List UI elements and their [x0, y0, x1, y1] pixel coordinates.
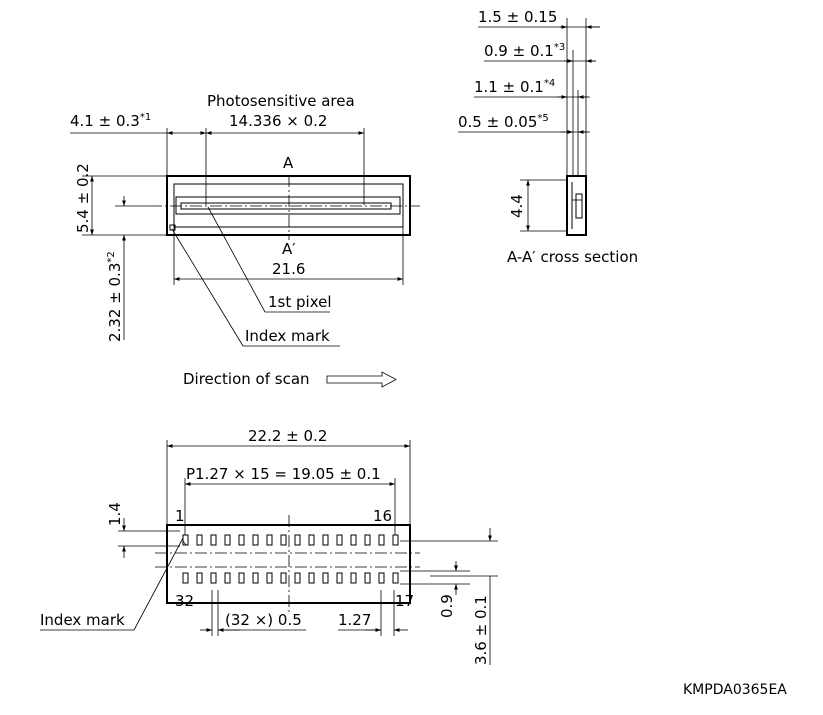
bottom-package-outline	[166, 524, 411, 604]
index-mark-label-top: Index mark	[245, 327, 330, 345]
sensor-chip	[175, 196, 401, 215]
height-dim: 5.4 ± 0.2	[74, 163, 92, 233]
pin-pad	[392, 534, 399, 546]
section-a-prime-label: A′	[282, 240, 296, 258]
pin-pad	[364, 534, 371, 546]
photosensitive-area-label: Photosensitive area	[207, 92, 355, 110]
pin-pad	[378, 572, 385, 584]
pitch-dim: P1.27 × 15 = 19.05 ± 0.1	[186, 465, 381, 483]
pin-pad	[322, 534, 329, 546]
pin-16-label: 16	[373, 507, 392, 525]
scan-direction-arrow-icon	[326, 371, 397, 388]
pin-pad	[350, 572, 357, 584]
pin-pad	[308, 572, 315, 584]
pin-pad	[224, 572, 231, 584]
pin-pad	[196, 572, 203, 584]
pin-pad	[182, 534, 189, 546]
pin-pad	[392, 572, 399, 584]
pin-pad	[294, 572, 301, 584]
pin-32-label: 32	[175, 592, 194, 610]
row-offset-dim: 1.4	[106, 502, 124, 526]
pin-pad	[280, 572, 287, 584]
pin-pad	[252, 572, 259, 584]
index-mark-label-bottom: Index mark	[40, 611, 125, 629]
pad-height-dim: 0.9	[438, 594, 456, 618]
pin-pad	[266, 534, 273, 546]
pin-pad	[350, 534, 357, 546]
cs-dim-2: 0.9 ± 0.1*3	[484, 42, 565, 60]
pin-pad	[210, 572, 217, 584]
cross-section-view: 1.5 ± 0.15 0.9 ± 0.1*3 1.1 ± 0.1*4 0.5 ±…	[458, 8, 638, 266]
pin-pad	[378, 534, 385, 546]
pin-17-label: 17	[395, 592, 414, 610]
window-frame	[173, 183, 404, 228]
drawing-code: KMPDA0365EA	[683, 682, 787, 698]
width-dim: 21.6	[272, 260, 305, 278]
top-view: A A′ Photosensitive area 14.336 × 0.2 4.…	[70, 92, 420, 388]
section-a-label: A	[283, 154, 294, 172]
cross-section-body	[566, 175, 587, 236]
pin-pad	[280, 534, 287, 546]
pin-pad	[182, 572, 189, 584]
row-spacing-dim: 3.6 ± 0.1	[472, 595, 490, 665]
direction-of-scan-label: Direction of scan	[183, 370, 310, 388]
pin-pad	[308, 534, 315, 546]
cs-dim-1: 1.5 ± 0.15	[478, 8, 557, 26]
pin-pad	[238, 572, 245, 584]
pin-1-label: 1	[175, 507, 185, 525]
pin-row-top	[182, 534, 399, 546]
pin-pad	[336, 572, 343, 584]
pad-width-dim: (32 ×) 0.5	[225, 611, 302, 629]
overall-width-dim: 22.2 ± 0.2	[248, 427, 327, 445]
pin-pad	[224, 534, 231, 546]
package-outline	[166, 175, 411, 236]
cs-height: 4.4	[508, 194, 526, 218]
cross-section-caption: A-A′ cross section	[507, 248, 638, 266]
cs-dim-3: 1.1 ± 0.1*4	[474, 78, 555, 96]
photosensitive-dim: 14.336 × 0.2	[229, 112, 327, 130]
pin-1-index-mark-icon	[182, 540, 187, 546]
offset-dim: 2.32 ± 0.3*2	[106, 251, 124, 342]
pin-pad	[336, 534, 343, 546]
pin-pad	[238, 534, 245, 546]
pin-pad	[252, 534, 259, 546]
first-pixel-label: 1st pixel	[268, 293, 332, 311]
bottom-view: 22.2 ± 0.2 P1.27 × 15 = 19.05 ± 0.1 1 16…	[40, 427, 498, 665]
pin-pad	[322, 572, 329, 584]
pin-pad	[266, 572, 273, 584]
pin-pad	[210, 534, 217, 546]
pin-pad	[364, 572, 371, 584]
pin-pad	[196, 534, 203, 546]
cs-dim-4: 0.5 ± 0.05*5	[458, 113, 549, 131]
pin-row-bottom	[182, 572, 399, 584]
left-offset-dim: 4.1 ± 0.3*1	[70, 112, 151, 130]
pitch-value-dim: 1.27	[338, 611, 371, 629]
pin-pad	[294, 534, 301, 546]
